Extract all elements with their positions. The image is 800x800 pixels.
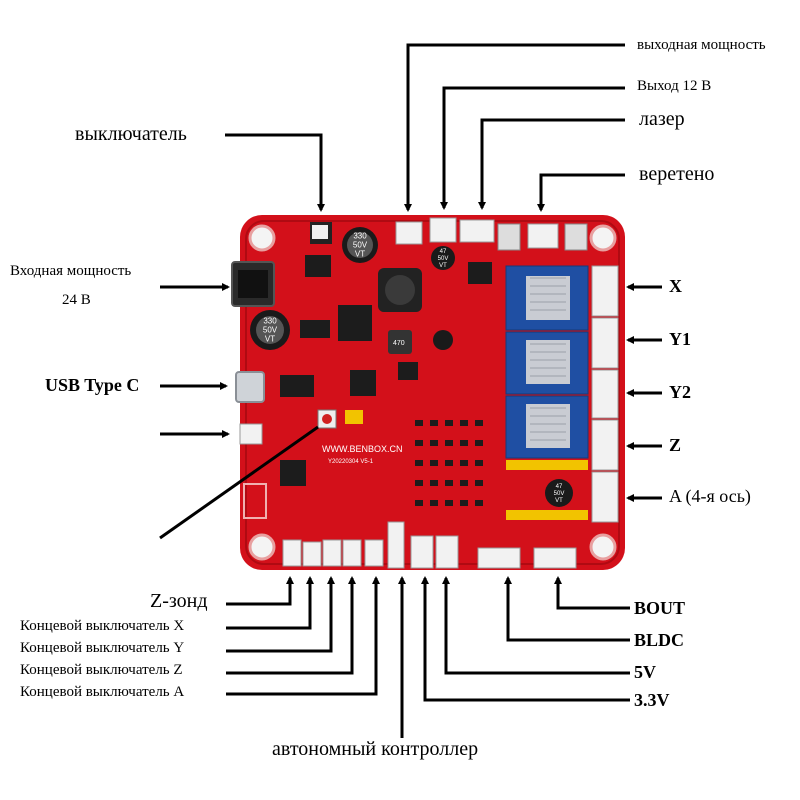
label-3v3: 3.3V (634, 690, 670, 710)
esp-module-antenna (243, 483, 267, 519)
stepper-driver-y2 (505, 395, 589, 459)
line-bldc (504, 576, 630, 642)
label-bout: BOUT (634, 598, 686, 618)
line-spindle (537, 173, 625, 212)
label-limit-z: Концевой выключатель Z (20, 662, 183, 678)
heatsink-fins (530, 277, 566, 441)
label-output-power: выходная мощность (637, 37, 766, 53)
usb-c-port (235, 371, 265, 403)
capacitor-small-bottom-text-line: 50V (554, 491, 565, 497)
label-output-12v: Выход 12 В (637, 78, 712, 94)
controller-board (231, 215, 625, 570)
capacitor-large-left (250, 310, 290, 350)
label-axis-x: X (669, 276, 682, 296)
label-limit-x: Концевой выключатель X (20, 618, 185, 634)
label-laser: лазер (639, 108, 685, 130)
line-output-12v (440, 86, 625, 210)
inductor-text: 470 (393, 340, 405, 347)
line-output-power (404, 43, 625, 212)
board-model-text: Y20220304 V5-1 (328, 459, 374, 465)
capacitor-large-top-text-line: 330 (353, 232, 367, 241)
line-z-probe (226, 576, 294, 606)
label-5v: 5V (634, 662, 656, 682)
label-axis-z: Z (669, 435, 682, 455)
capacitor-small-bottom-text-line: VT (555, 498, 563, 504)
capacitor-large-top-text-line: 50V (353, 241, 368, 250)
line-5v (442, 576, 630, 675)
stepper-driver-y1 (505, 331, 589, 395)
label-offline-controller: автономный контроллер (272, 738, 479, 760)
capacitor-large-left-text-line: 50V (263, 326, 278, 335)
motor-connectors (591, 265, 619, 523)
line-limit-a (226, 576, 380, 696)
label-spindle: веретено (639, 163, 715, 185)
capacitor-small-bottom-text-line: 47 (556, 484, 563, 490)
mounting-holes (248, 224, 617, 561)
label-input-power: Входная мощность (10, 263, 132, 279)
label-switch: выключатель (75, 123, 187, 145)
capacitor-small (431, 246, 573, 507)
smd-array (415, 420, 483, 506)
label-usb: USB Type C (45, 375, 140, 395)
capacitor-large-top-text-line: VT (355, 250, 365, 259)
line-reset (159, 425, 319, 540)
label-bldc: BLDC (634, 630, 685, 650)
capacitor-small-top-text-line: 47 (440, 249, 447, 255)
capacitor-large-left-text-line: VT (265, 335, 275, 344)
label-z-probe: Z-зонд (150, 590, 208, 612)
ic-chips (280, 255, 492, 486)
label-axis-y1: Y1 (669, 329, 691, 349)
line-3v3 (421, 576, 630, 702)
bottom-connectors (282, 521, 577, 569)
capacitor-large-top (342, 227, 378, 263)
yellow-header-1 (506, 460, 588, 470)
stepper-driver-x (505, 265, 589, 331)
line-switch (225, 133, 325, 212)
label-limit-y: Концевой выключатель Y (20, 640, 185, 656)
left-header (239, 423, 263, 445)
line-bout (554, 576, 630, 610)
capacitor-small-top-text-line: 50V (438, 256, 449, 262)
label-axis-a: A (4-я ось) (669, 486, 751, 506)
line-limit-z (226, 576, 356, 675)
capacitor-large-left-text-line: 330 (263, 317, 277, 326)
yellow-header-2 (506, 510, 588, 520)
line-limit-y (226, 576, 335, 653)
top-connectors (395, 217, 559, 249)
label-input-24v: 24 В (62, 292, 91, 308)
line-limit-x (226, 576, 314, 630)
callout-lines (159, 43, 662, 738)
label-axis-y2: Y2 (669, 382, 691, 402)
label-limit-a: Концевой выключатель A (20, 684, 185, 700)
capacitor-small-top-text-line: VT (439, 263, 447, 269)
board-site-text: WWW.BENBOX.CN (322, 444, 403, 454)
line-laser (478, 118, 625, 210)
